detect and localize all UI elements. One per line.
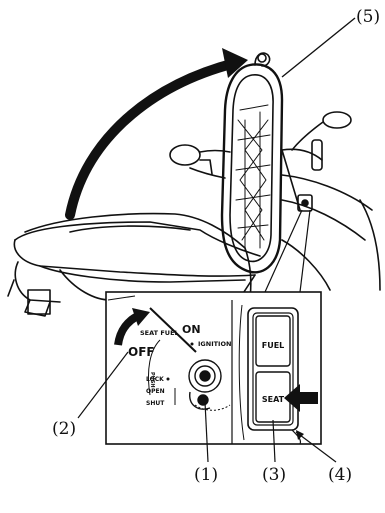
label-shut: SHUT xyxy=(146,400,165,407)
label-on: ON xyxy=(182,323,201,336)
label-off: OFF xyxy=(128,345,155,359)
callout-2-label: (2) xyxy=(52,419,76,439)
seat-open-arrow xyxy=(70,63,235,215)
label-seat-fuel: SEAT FUEL xyxy=(140,329,179,337)
switch-detail-inset: SEAT FUEL ON IGNITION OFF PUSH LOCK OPEN… xyxy=(106,292,321,444)
label-open: OPEN xyxy=(146,388,165,395)
label-lock: LOCK xyxy=(146,376,164,383)
callout-5-leader xyxy=(282,18,355,77)
callout-4-label: (4) xyxy=(328,465,352,485)
callout-3-label: (3) xyxy=(262,465,286,485)
fuel-button-label: FUEL xyxy=(262,341,285,350)
scooter-illustration xyxy=(8,48,380,316)
seat-button-label: SEAT xyxy=(262,395,285,404)
label-ignition: IGNITION xyxy=(198,340,231,348)
callout-5-label: (5) xyxy=(356,7,380,27)
callout-1-label: (1) xyxy=(194,465,218,485)
